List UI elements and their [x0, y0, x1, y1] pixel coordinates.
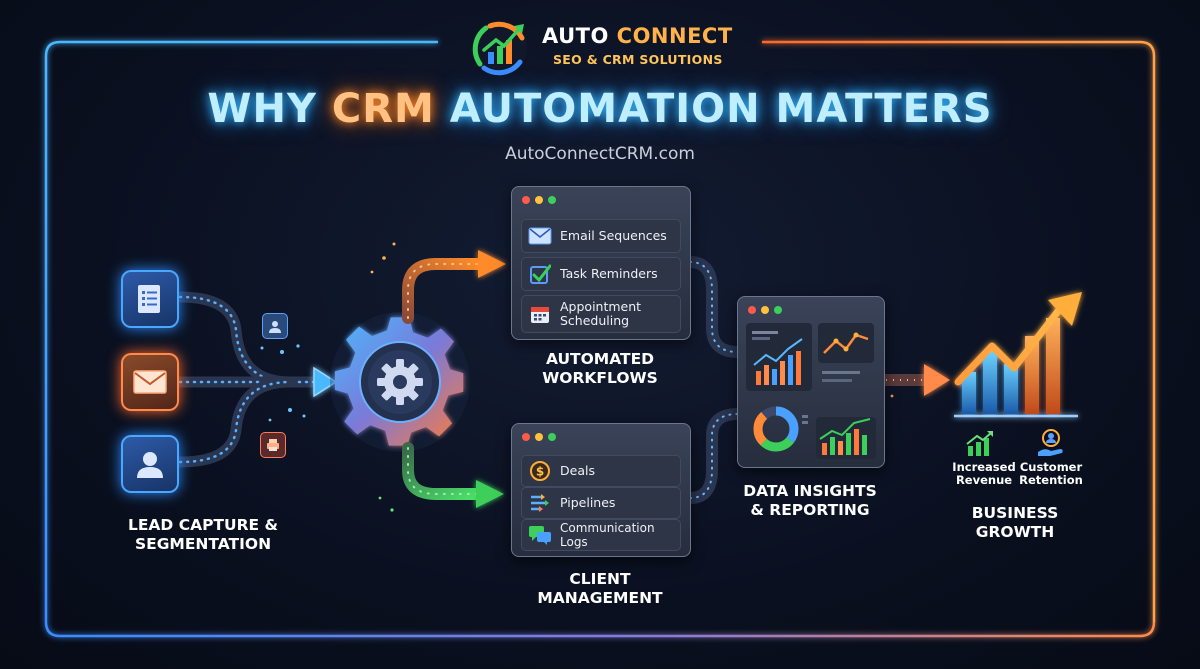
pipeline-icon: [528, 491, 552, 515]
svg-text:$: $: [536, 465, 544, 479]
workflow-item-appointments[interactable]: Appointment Scheduling: [521, 295, 681, 333]
lead-capture-label: LEAD CAPTURE & SEGMENTATION: [100, 516, 306, 554]
chat-bubbles-icon: [528, 523, 552, 547]
growth-line2: GROWTH: [930, 523, 1100, 542]
client-item-pipelines[interactable]: Pipelines: [521, 487, 681, 519]
metric-revenue-label: Increased Revenue: [947, 461, 1021, 487]
data-insights-label: DATA INSIGHTS & REPORTING: [720, 482, 900, 520]
brand-logo-icon: [473, 21, 527, 75]
arrow-to-growth: [878, 364, 950, 397]
growth-line1: BUSINESS: [930, 504, 1100, 523]
workflow-item-email[interactable]: Email Sequences: [521, 219, 681, 253]
connector-workflows-to-insights: [690, 262, 738, 352]
client-item-deals-label: Deals: [560, 464, 595, 478]
calendar-icon: [528, 302, 552, 326]
client-panel: $ Deals Pipelines Communication Logs: [511, 423, 691, 557]
revenue-line2: Revenue: [947, 474, 1021, 487]
window-controls: [522, 433, 556, 441]
insights-line2: & REPORTING: [720, 501, 900, 520]
client-line1: CLIENT: [510, 570, 690, 589]
client-item-pipelines-label: Pipelines: [560, 496, 615, 510]
workflow-item-tasks[interactable]: Task Reminders: [521, 257, 681, 291]
workflow-item-email-label: Email Sequences: [560, 229, 667, 243]
user-icon: [121, 435, 179, 493]
dashboard-charts-icon: [744, 321, 878, 461]
window-controls: [522, 196, 556, 204]
client-management-label: CLIENT MANAGEMENT: [510, 570, 690, 608]
print-icon: [260, 432, 286, 458]
contact-card-icon: [262, 313, 288, 339]
brand-tagline: SEO & CRM SOLUTIONS: [553, 52, 723, 67]
workflow-item-appointments-label: Appointment Scheduling: [560, 300, 641, 328]
gear-hub: [330, 312, 470, 452]
workflows-label: AUTOMATED WORKFLOWS: [510, 350, 690, 388]
dollar-coin-icon: $: [528, 459, 552, 483]
lead-capture-line2: SEGMENTATION: [100, 535, 306, 554]
website-link[interactable]: AutoConnectCRM.com: [0, 144, 1200, 164]
title-part3: AUTOMATION MATTERS: [450, 86, 993, 132]
brand-name-part1: AUTO: [542, 24, 609, 48]
workflow-item-tasks-label: Task Reminders: [560, 267, 658, 281]
growth-bar-chart-icon: [954, 292, 1082, 416]
arrow-to-workflows: [371, 243, 506, 319]
customer-hand-icon: [1036, 428, 1066, 458]
lead-connectors: [180, 297, 336, 462]
appointments-line2: Scheduling: [560, 314, 641, 328]
client-item-comm-logs-label: Communication Logs: [560, 521, 680, 549]
title-part1: WHY: [207, 86, 317, 132]
arrow-to-client: [379, 448, 504, 512]
form-icon: [121, 270, 179, 328]
workflows-line1: AUTOMATED: [510, 350, 690, 369]
appointments-line1: Appointment: [560, 300, 641, 314]
lead-capture-line1: LEAD CAPTURE &: [100, 516, 306, 535]
retention-line2: Retention: [1014, 474, 1088, 487]
workflows-line2: WORKFLOWS: [510, 369, 690, 388]
workflows-panel: Email Sequences Task Reminders Appointme…: [511, 186, 691, 340]
envelope-icon: [528, 224, 552, 248]
title-part2: CRM: [332, 86, 435, 132]
brand-name: AUTO CONNECT: [542, 24, 733, 48]
client-item-comm-logs[interactable]: Communication Logs: [521, 519, 681, 551]
brand-name-part2: CONNECT: [617, 24, 733, 48]
insights-line1: DATA INSIGHTS: [720, 482, 900, 501]
metric-retention-label: Customer Retention: [1014, 461, 1088, 487]
business-growth-label: BUSINESS GROWTH: [930, 504, 1100, 542]
bar-growth-icon: [965, 430, 995, 458]
client-line2: MANAGEMENT: [510, 589, 690, 608]
page-title: WHY CRM AUTOMATION MATTERS: [0, 86, 1200, 132]
email-icon: [121, 353, 179, 411]
checkbox-icon: [528, 262, 552, 286]
window-controls: [748, 306, 782, 314]
dashboard-panel: [737, 296, 885, 468]
client-item-deals[interactable]: $ Deals: [521, 455, 681, 487]
